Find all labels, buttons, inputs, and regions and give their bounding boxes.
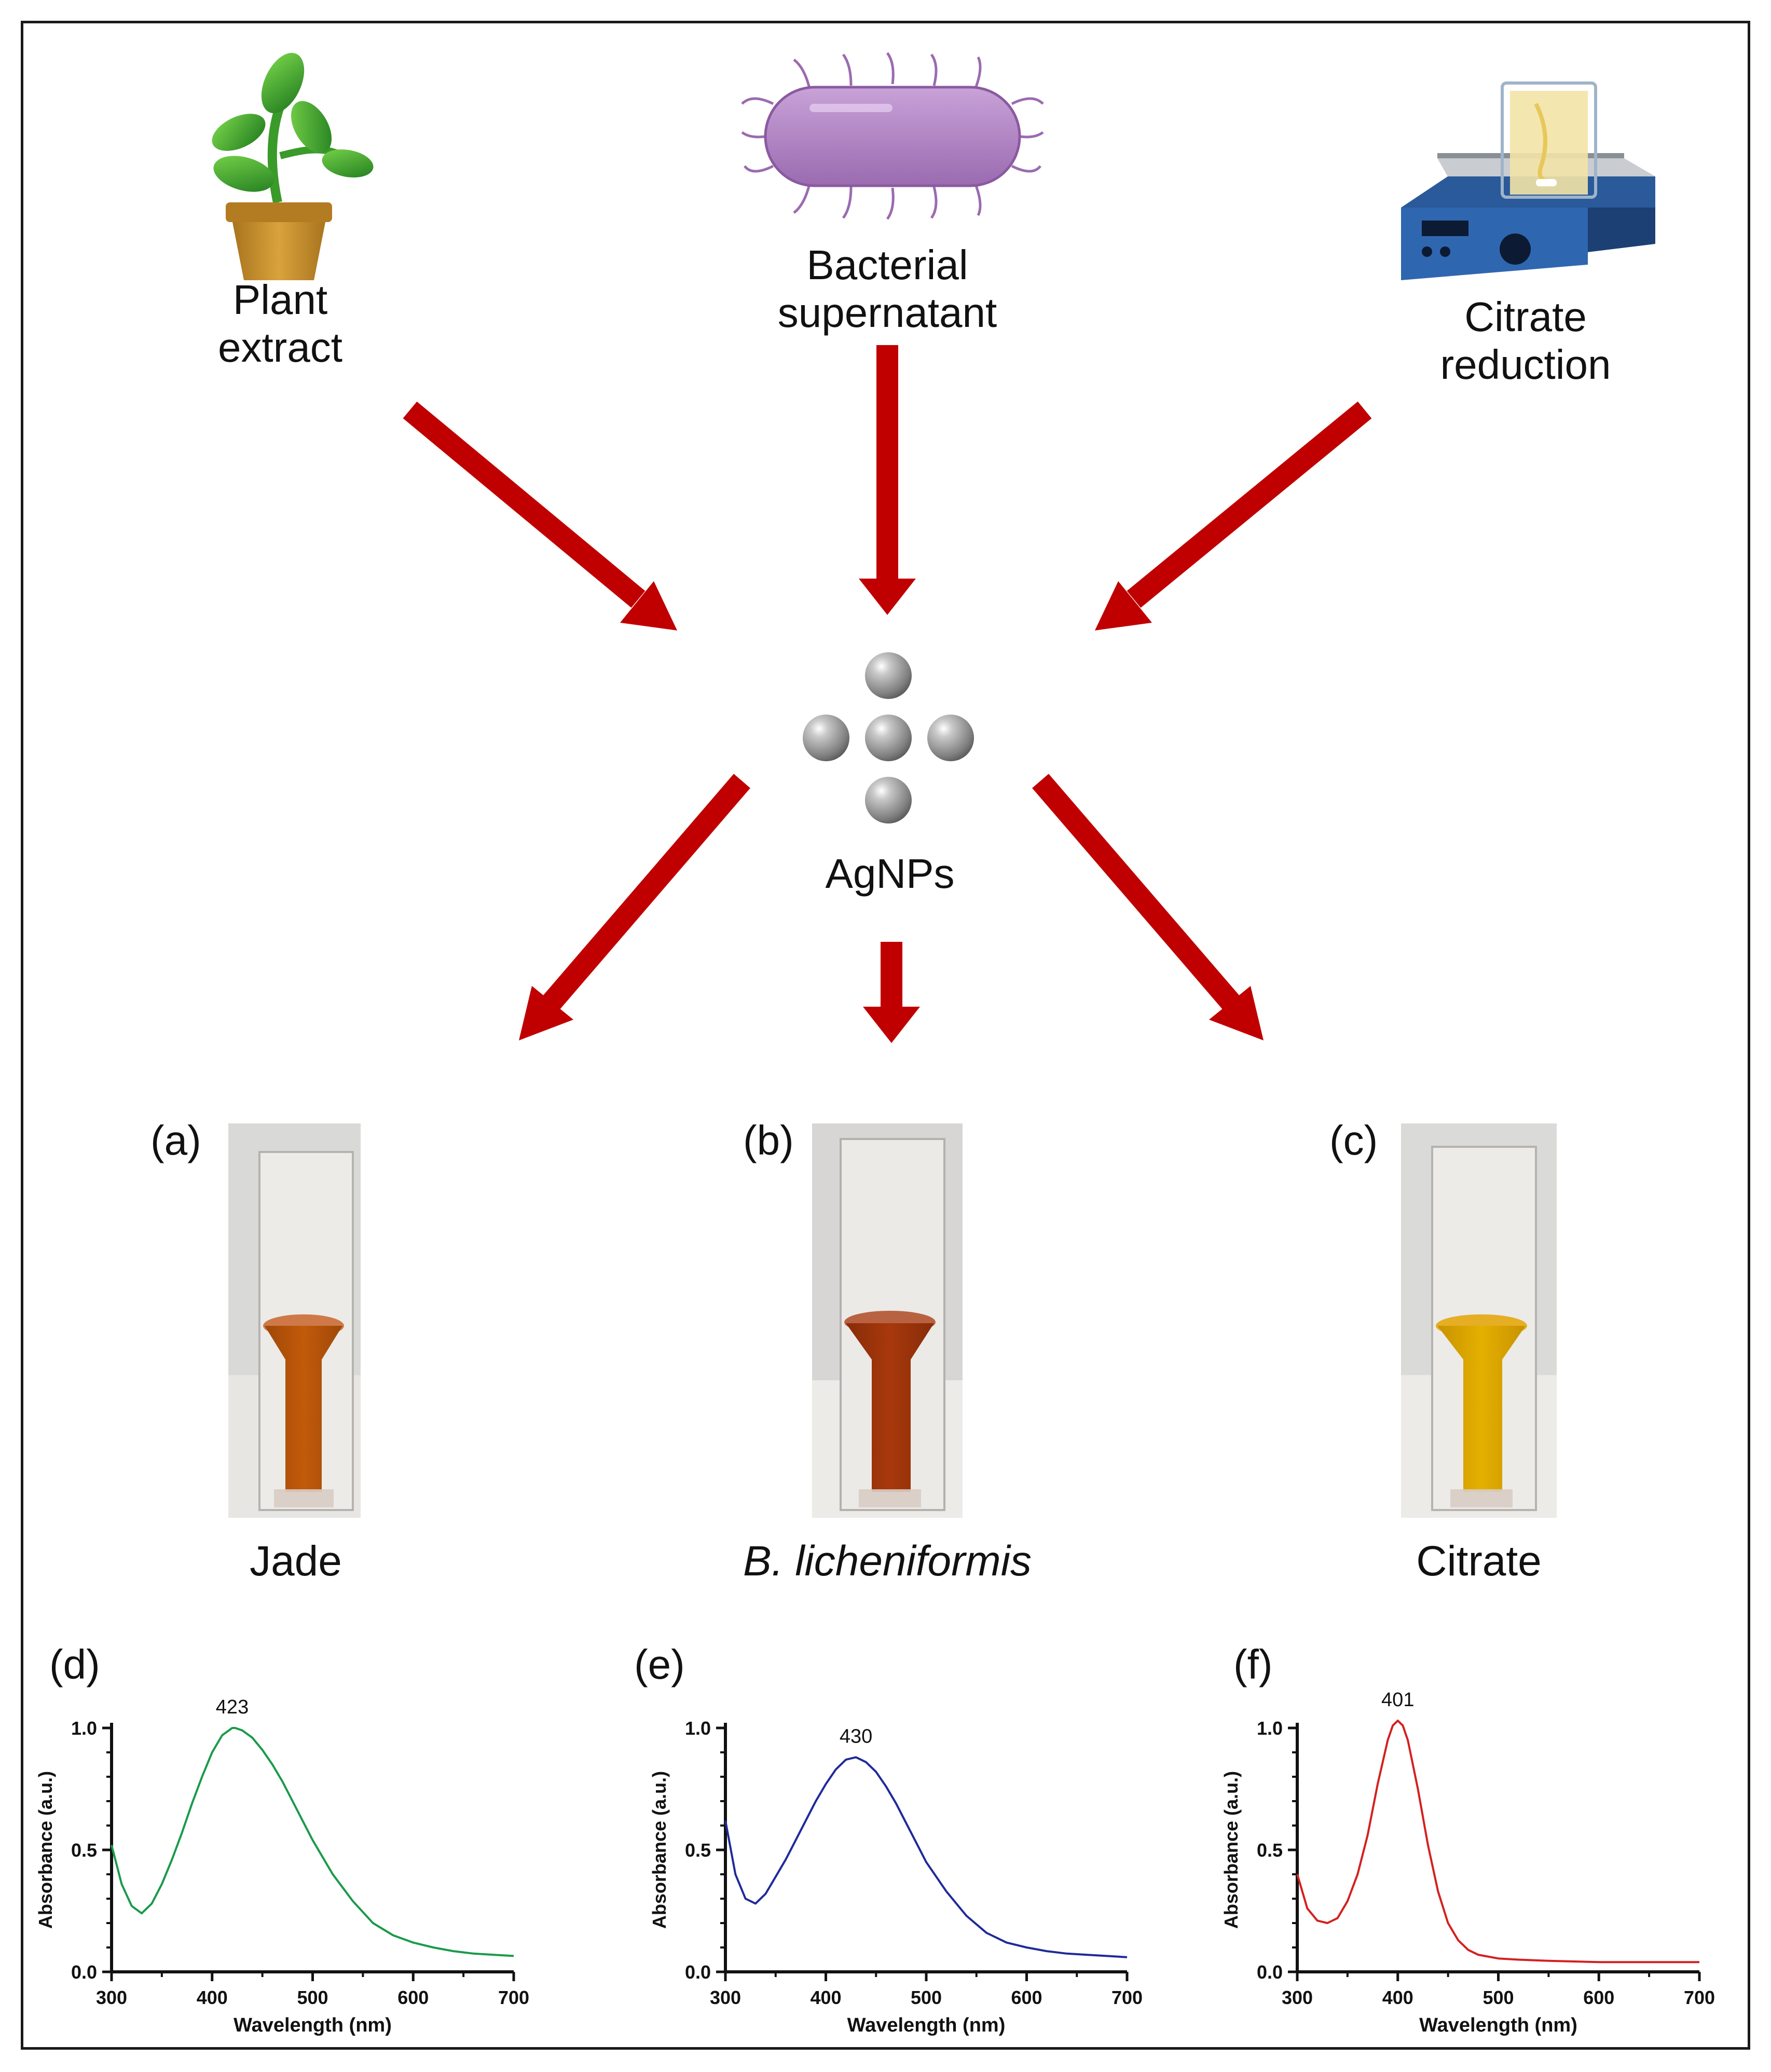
x-tick-label: 300 bbox=[96, 1987, 127, 2008]
label-plant-extract: Plant extract bbox=[217, 277, 343, 371]
y-tick-label: 0.5 bbox=[71, 1840, 97, 1861]
arrow-citrate-to-agnps bbox=[1095, 401, 1372, 630]
x-tick-label: 600 bbox=[1583, 1987, 1614, 2008]
cuvette-photo-bl bbox=[812, 1123, 963, 1518]
arrow-agnps-to-bl bbox=[863, 942, 920, 1043]
sample-label-b-licheniformis: B. licheniformis bbox=[743, 1538, 1032, 1585]
bacterium-icon bbox=[741, 52, 1044, 220]
x-tick-label: 500 bbox=[1482, 1987, 1514, 2008]
x-tick-label: 600 bbox=[1011, 1987, 1042, 2008]
panel-label-a: (a) bbox=[150, 1117, 201, 1163]
spectrum-line bbox=[724, 1756, 1128, 1958]
x-tick-label: 400 bbox=[197, 1987, 228, 2008]
figure-border bbox=[21, 21, 1750, 2050]
y-tick-label: 0.5 bbox=[685, 1840, 711, 1861]
arrow-agnps-to-citrate bbox=[1032, 774, 1264, 1040]
label-agnps: AgNPs bbox=[825, 850, 955, 897]
y-tick-label: 0.0 bbox=[1257, 1961, 1283, 1983]
panel-label-b: (b) bbox=[743, 1117, 794, 1163]
spectrum-line bbox=[111, 1727, 514, 1957]
sample-label-jade: Jade bbox=[250, 1538, 342, 1585]
label-bacterial-supernatant: Bacterial supernatant bbox=[777, 242, 997, 336]
sample-label-citrate: Citrate bbox=[1416, 1538, 1542, 1585]
arrow-plant-to-agnps bbox=[403, 401, 677, 630]
peak-label: 423 bbox=[216, 1696, 249, 1718]
x-tick-label: 400 bbox=[810, 1987, 841, 2008]
nanoparticles-icon bbox=[803, 652, 974, 824]
x-tick-label: 400 bbox=[1382, 1987, 1413, 2008]
panel-label-f: (f) bbox=[1233, 1641, 1273, 1687]
x-tick-label: 700 bbox=[1111, 1987, 1143, 2008]
panel-label-d: (d) bbox=[49, 1641, 100, 1687]
x-tick-label: 700 bbox=[1684, 1987, 1715, 2008]
y-axis-label: Absorbance (a.u.) bbox=[35, 1771, 56, 1929]
y-tick-label: 1.0 bbox=[1257, 1718, 1283, 1739]
hotplate-stirrer-icon bbox=[1401, 81, 1655, 280]
y-axis-label: Absorbance (a.u.) bbox=[1220, 1771, 1242, 1929]
x-axis-label: Wavelength (nm) bbox=[1419, 2014, 1577, 2036]
x-axis-label: Wavelength (nm) bbox=[234, 2014, 392, 2036]
y-axis-label: Absorbance (a.u.) bbox=[649, 1771, 670, 1929]
plant-icon bbox=[212, 52, 374, 280]
panel-label-c: (c) bbox=[1329, 1117, 1378, 1163]
label-citrate-reduction: Citrate reduction bbox=[1440, 294, 1611, 388]
x-tick-label: 500 bbox=[297, 1987, 328, 2008]
panel-label-e: (e) bbox=[634, 1641, 685, 1687]
x-tick-label: 600 bbox=[397, 1987, 429, 2008]
cuvette-photo-citrate bbox=[1401, 1123, 1557, 1518]
y-tick-label: 0.5 bbox=[1257, 1840, 1283, 1861]
x-tick-label: 300 bbox=[710, 1987, 741, 2008]
y-tick-label: 0.0 bbox=[685, 1961, 711, 1983]
y-tick-label: 0.0 bbox=[71, 1961, 97, 1983]
y-tick-label: 1.0 bbox=[685, 1718, 711, 1739]
peak-label: 401 bbox=[1381, 1689, 1414, 1711]
cuvette-photo-jade bbox=[228, 1123, 361, 1518]
x-tick-label: 300 bbox=[1282, 1987, 1313, 2008]
arrow-agnps-to-jade bbox=[519, 774, 750, 1040]
y-tick-label: 1.0 bbox=[71, 1718, 97, 1739]
x-tick-label: 700 bbox=[498, 1987, 529, 2008]
spectrum-line bbox=[1296, 1719, 1699, 1964]
x-tick-label: 500 bbox=[911, 1987, 942, 2008]
arrow-bacteria-to-agnps bbox=[859, 345, 916, 615]
peak-label: 430 bbox=[840, 1725, 872, 1747]
x-axis-label: Wavelength (nm) bbox=[847, 2014, 1006, 2036]
